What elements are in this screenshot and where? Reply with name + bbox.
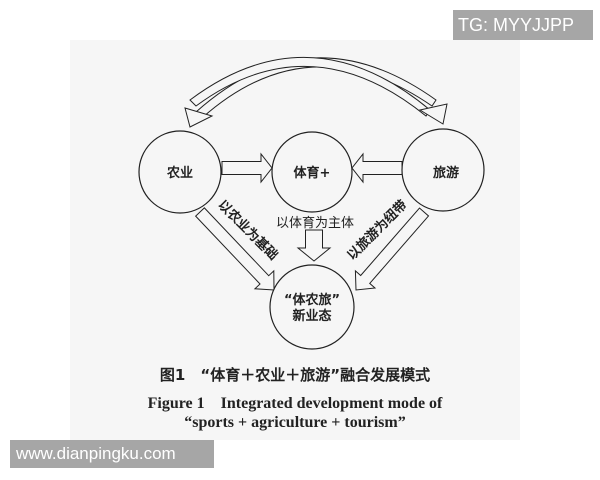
- label-sports: 体育+: [294, 165, 331, 181]
- arrow-tourism-to-sports: [351, 152, 403, 184]
- label-sports-main: 以体育为主体: [276, 215, 354, 231]
- arrow-arc-agriculture-to-tourism: [189, 56, 431, 117]
- label-agriculture: 农业: [166, 165, 193, 181]
- watermark-bottom: www.dianpingku.com: [10, 440, 214, 468]
- watermark-top: TG: MYYJJPP: [453, 10, 593, 40]
- label-new-format-2: 新业态: [292, 308, 331, 324]
- node-sports: [271, 131, 353, 213]
- caption-en-line2: “sports + agriculture + tourism”: [184, 414, 406, 431]
- label-tourism: 旅游: [433, 165, 459, 181]
- caption-en-line1: Figure 1 Integrated development mode of: [147, 395, 443, 412]
- arrow-agriculture-to-new-format: [194, 207, 275, 291]
- arrow-sports-to-new-format: [296, 229, 332, 262]
- caption-cn: 图1 “体育＋农业＋旅游”融合发展模式: [159, 366, 431, 384]
- arrow-agriculture-to-sports: [221, 152, 273, 184]
- arrowhead-agriculture: [184, 107, 214, 128]
- arrow-tourism-to-new-format: [354, 207, 430, 291]
- node-new-format: [269, 264, 355, 350]
- node-tourism: [401, 128, 485, 212]
- arrowhead-tourism: [418, 103, 448, 125]
- node-agriculture: [138, 130, 222, 214]
- label-new-format-1: “体农旅”: [284, 292, 340, 308]
